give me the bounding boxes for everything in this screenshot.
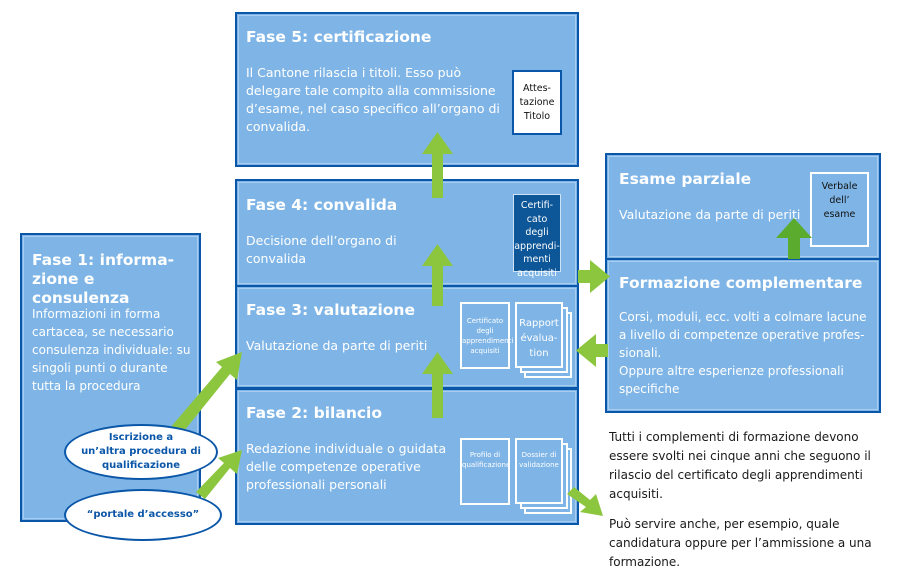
- phase-1-description: Informazioni in forma cartacea, se neces…: [32, 307, 191, 393]
- portale-label: “portale d’accesso”: [86, 509, 200, 520]
- arrow-left-from-formazione: [576, 334, 608, 367]
- phase-3-title: Fase 3: valutazione: [246, 301, 415, 319]
- arrow-portale-to-fase2: [196, 450, 242, 499]
- note-usage: Può servire anche, per esempio, quale ca…: [609, 517, 872, 569]
- arrow-up-fase2-to-fase3: [422, 352, 453, 418]
- portale-ellipse: “portale d’accesso”: [64, 489, 222, 541]
- arrow-up-fase3-to-fase4: [422, 244, 453, 306]
- arrow-right-to-formazione: [578, 260, 610, 293]
- esame-parziale-description: Valutazione da parte di periti: [619, 207, 801, 222]
- phase-4-description: Decisione dell’organo di convalida: [246, 233, 397, 266]
- phase-5-title: Fase 5: certificazione: [246, 28, 432, 46]
- arrow-up-fase4-to-fase5: [422, 132, 453, 198]
- formazione-description-line2: Oppure altre esperienze professionali sp…: [619, 364, 844, 396]
- arrow-up-to-esame: [776, 218, 812, 259]
- verbale-esame-document: Verbale dell’esame: [810, 172, 869, 247]
- formazione-complementare-description: Corsi, moduli, ecc. volti a colmare lacu…: [619, 308, 877, 398]
- esame-parziale-title: Esame parziale: [619, 170, 752, 188]
- note-time-limit: Tutti i complementi di formazione devono…: [609, 430, 871, 501]
- phase-3-box: Fase 3: valutazione Valutazione da parte…: [235, 285, 579, 389]
- arrow-diagonal-to-notes: [567, 487, 603, 516]
- arrow-iscrizione-to-fase3: [170, 352, 242, 436]
- formazione-complementare-title: Formazione complementare: [619, 274, 863, 292]
- phase-1-title: Fase 1: informa-zione e consulenza: [32, 251, 175, 307]
- verbale-esame-label: Verbale dell’esame: [821, 181, 858, 220]
- phase-5-description: Il Cantone rilascia i titoli. Esso può d…: [246, 65, 500, 134]
- phase-3-description: Valutazione da parte di periti: [246, 338, 428, 353]
- formazione-description-line1: Corsi, moduli, ecc. volti a colmare lacu…: [619, 310, 867, 360]
- phase-2-title: Fase 2: bilancio: [246, 404, 383, 422]
- phase-4-title: Fase 4: convalida: [246, 196, 398, 214]
- phase-2-description: Redazione individuale o guidata delle co…: [246, 441, 447, 492]
